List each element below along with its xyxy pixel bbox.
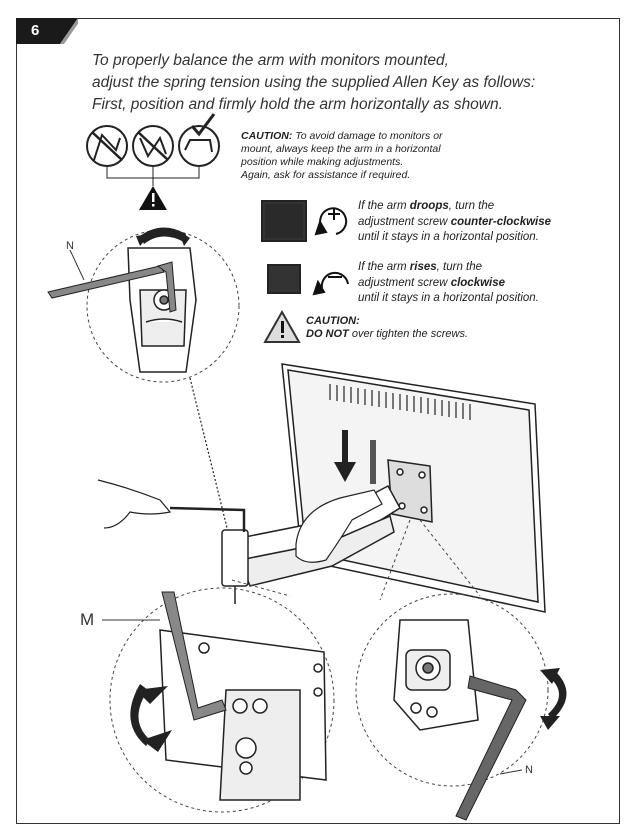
intro-line-3: First, position and firmly hold the arm … xyxy=(92,96,503,113)
allen-key-in-mount xyxy=(370,440,376,484)
rises-keyword: rises xyxy=(409,261,437,273)
warning-triangle-icon xyxy=(139,186,167,210)
droops-keyword: droops xyxy=(409,200,449,212)
page-frame xyxy=(16,18,620,824)
arm-down-position-icon xyxy=(132,125,174,167)
caution-top-title: CAUTION: xyxy=(241,130,293,142)
caution-top-line-4: Again, ask for assistance if required. xyxy=(241,169,411,181)
rotate-arrow-icon xyxy=(130,684,172,752)
detail-circle-bottom-right xyxy=(355,593,549,787)
rises-instruction: If the arm rises, turn the adjustment sc… xyxy=(358,261,539,304)
allen-key-n-bottom xyxy=(455,675,527,821)
label-n-top: N xyxy=(66,240,74,252)
rotate-arrow-icon xyxy=(540,668,567,730)
counter-clockwise-keyword: counter-clockwise xyxy=(450,215,552,228)
plus-circle-arrow-icon xyxy=(314,207,348,236)
droops-instruction: If the arm droops, turn the adjustment s… xyxy=(358,200,552,243)
bracket-detail-right xyxy=(393,619,479,731)
intro-line-2: adjust the spring tension using the supp… xyxy=(92,74,536,91)
intro-text: To properly balance the arm with monitor… xyxy=(92,50,612,116)
arm-up-position-icon xyxy=(86,125,128,167)
step-number: 6 xyxy=(31,22,40,39)
allen-key-n-top xyxy=(47,261,177,313)
arm-horizontal-position-icon xyxy=(178,125,220,167)
plate-detail-left xyxy=(159,629,327,801)
caution-bottom: CAUTION: DO NOT over tighten the screws. xyxy=(306,315,469,340)
caution-top-line-2: mount, always keep the arm in a horizont… xyxy=(241,143,441,155)
monitor-vents xyxy=(329,384,471,420)
vesa-plate xyxy=(387,459,433,523)
clockwise-keyword: clockwise xyxy=(450,276,506,289)
step-badge xyxy=(16,18,78,44)
minus-circle-arrow-icon xyxy=(312,271,349,296)
hand-left xyxy=(97,479,246,532)
label-m: M xyxy=(80,610,95,629)
arm-position-icons xyxy=(86,113,220,186)
check-icon xyxy=(190,113,216,137)
hand-right xyxy=(295,489,383,563)
rotate-arrow-icon xyxy=(136,227,190,246)
caution-top-line-1: To avoid damage to monitors or xyxy=(295,130,443,142)
caution-bottom-title: CAUTION: xyxy=(306,315,360,327)
warning-triangle-icon xyxy=(263,309,301,343)
label-n-bottom: N xyxy=(525,764,533,776)
detail-circle-top xyxy=(86,229,240,383)
caution-top: CAUTION: To avoid damage to monitors or … xyxy=(241,130,501,182)
allen-key-m xyxy=(161,591,227,721)
caution-bottom-emph: DO NOT xyxy=(306,328,349,340)
cross-icon xyxy=(91,131,123,161)
caution-top-line-3: position while making adjustments. xyxy=(241,156,404,168)
down-arrow-icon xyxy=(334,430,356,482)
intro-line-1: To properly balance the arm with monitor… xyxy=(92,52,449,69)
detail-circle-bottom-left xyxy=(109,587,335,813)
rises-indicator xyxy=(267,264,301,294)
